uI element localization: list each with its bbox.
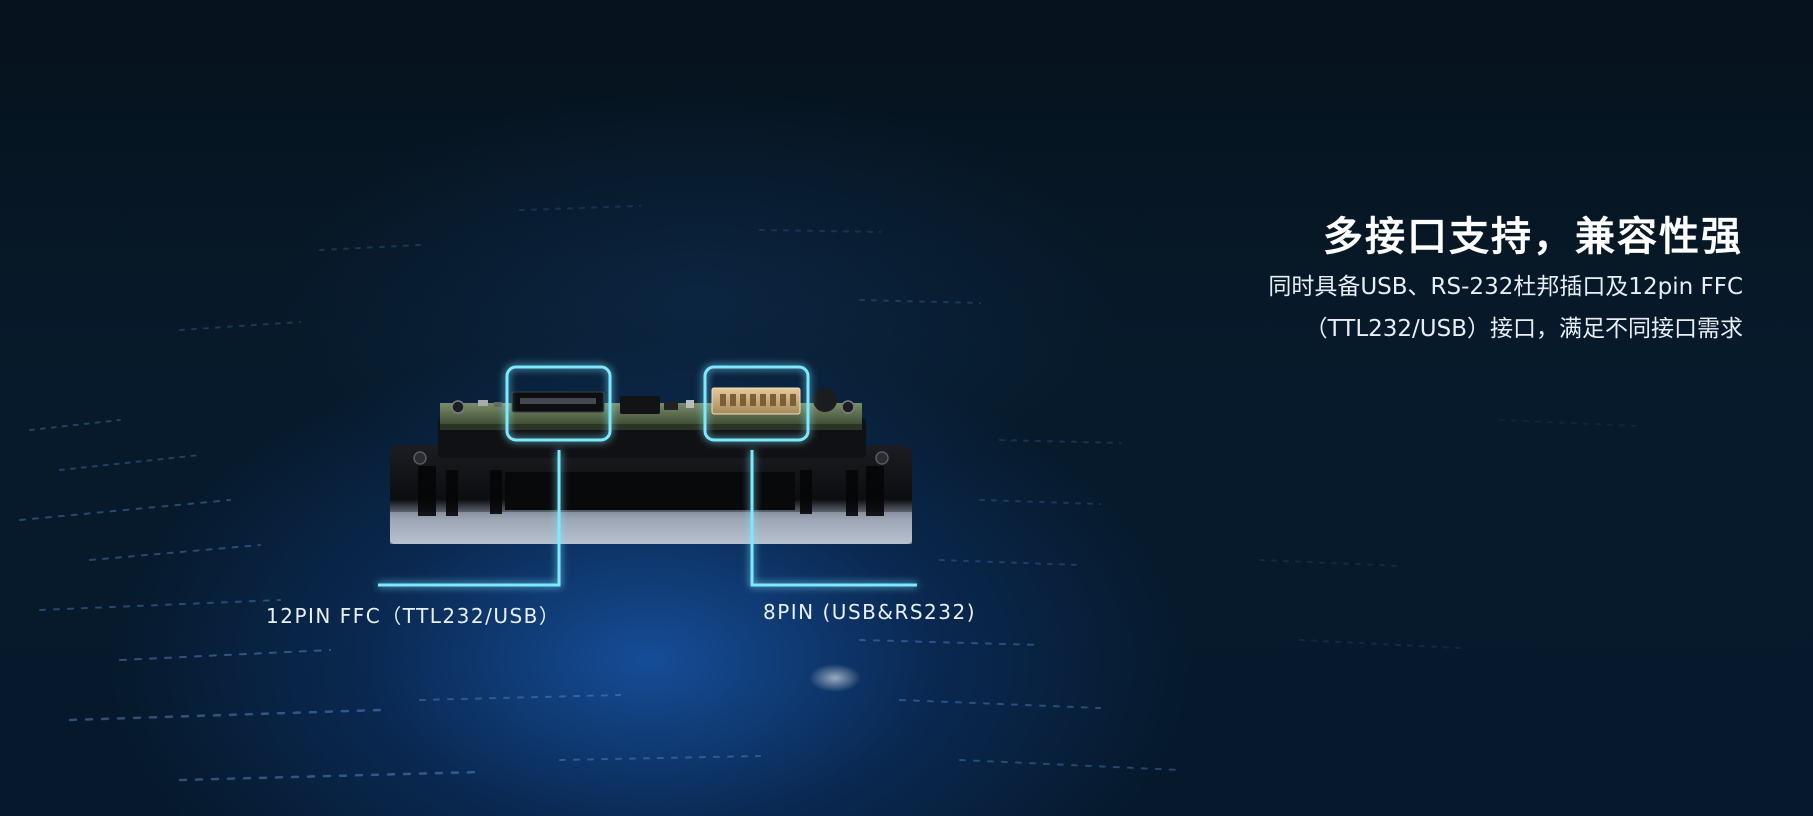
pin-leader-line: [750, 450, 917, 587]
feature-description: 同时具备USB、RS-232杜邦插口及12pin FFC （TTL232/USB…: [1268, 266, 1743, 350]
light-spot: [809, 664, 861, 692]
ffc-leader-line: [378, 450, 561, 587]
pin-highlight-box: [703, 365, 810, 442]
callout-lines: [378, 365, 917, 587]
description-line-2: （TTL232/USB）接口，满足不同接口需求: [1304, 316, 1743, 342]
data-streaks-background: [19, 205, 1641, 782]
ffc-highlight-box: [505, 365, 612, 442]
ffc-connector-label: 12PIN FFC（TTL232/USB）: [266, 604, 561, 628]
feature-title: 多接口支持，兼容性强: [1323, 214, 1743, 260]
pin-connector-label: 8PIN (USB&RS232): [763, 600, 977, 624]
description-line-1: 同时具备USB、RS-232杜邦插口及12pin FFC: [1268, 274, 1743, 300]
scanner-module: [390, 387, 912, 544]
